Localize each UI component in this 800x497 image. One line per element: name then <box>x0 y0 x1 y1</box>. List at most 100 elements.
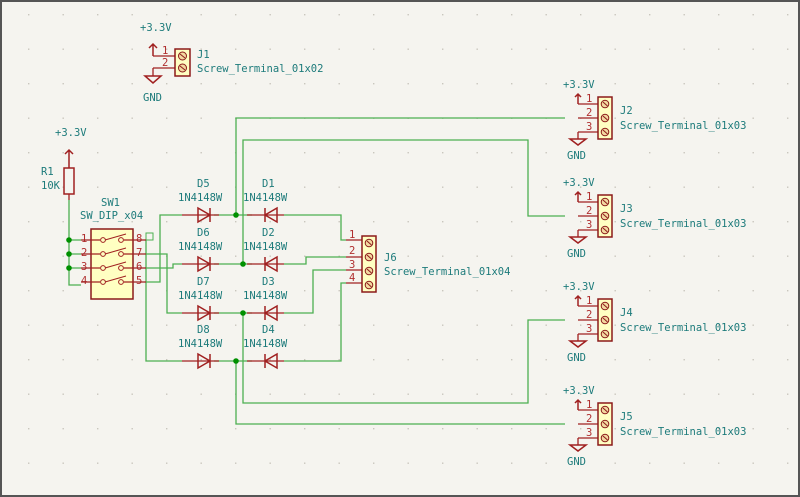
pin-number: 2 <box>349 245 355 257</box>
power-3v3-icon <box>574 398 582 410</box>
power-3v3-icon <box>148 42 158 56</box>
power-label-gnd: GND <box>567 150 586 162</box>
value-label: Screw_Terminal_01x03 <box>620 120 746 132</box>
ground-icon <box>567 444 589 452</box>
pin-number: 2 <box>162 57 168 69</box>
pin-number: 4 <box>81 275 87 287</box>
power-label-gnd: GND <box>567 248 586 260</box>
ref-label: J4 <box>620 307 633 319</box>
switch-contact-icon <box>100 233 127 243</box>
diode-d6[interactable]: D6 1N4148W <box>178 227 223 273</box>
diode-symbol-icon <box>263 304 278 322</box>
pin-number: 8 <box>136 233 142 245</box>
switch-contact-icon <box>100 247 127 257</box>
value-label: Screw_Terminal_01x03 <box>620 218 746 230</box>
junctions <box>66 212 246 364</box>
value-label: 1N4148W <box>243 338 288 350</box>
switch-contact-icon <box>100 261 127 271</box>
pin-number: 1 <box>586 93 592 105</box>
diode-symbol-icon <box>263 352 278 370</box>
ref-label: D2 <box>262 227 275 239</box>
pin-number: 4 <box>349 272 355 284</box>
power-label-3v3: +3.3V <box>563 385 595 397</box>
power-3v3-icon <box>64 148 74 168</box>
value-label: Screw_Terminal_01x02 <box>197 63 323 75</box>
sw1-pins <box>81 239 146 283</box>
ref-label: D3 <box>262 276 275 288</box>
value-label: Screw_Terminal_01x03 <box>620 322 746 334</box>
pin-number: 2 <box>586 107 592 119</box>
no-connect-marker <box>145 232 154 241</box>
diode-symbol-icon <box>263 255 278 273</box>
pin-number: 6 <box>136 261 142 273</box>
pin-number: 2 <box>81 247 87 259</box>
value-label: 10K <box>41 180 61 192</box>
value-label: 1N4148W <box>178 192 223 204</box>
pin-number: 7 <box>136 247 142 259</box>
diode-d5[interactable]: D5 1N4148W <box>178 178 223 224</box>
pin-number: 1 <box>586 399 592 411</box>
ref-label: J3 <box>620 203 633 215</box>
power-label-3v3: +3.3V <box>563 281 595 293</box>
ground-icon <box>567 236 589 244</box>
pin-number: 2 <box>586 205 592 217</box>
diode-d2[interactable]: D2 1N4148W <box>243 227 288 273</box>
value-label: 1N4148W <box>178 338 223 350</box>
diode-d8[interactable]: D8 1N4148W <box>178 324 223 370</box>
dip-switch-sw1[interactable]: SW1 SW_DIP_x04 1 2 3 4 8 7 6 5 <box>80 197 154 300</box>
connector-j6[interactable]: 1 2 3 4 J6 Screw_Terminal_01x04 <box>346 229 510 293</box>
value-label: Screw_Terminal_01x04 <box>384 266 510 278</box>
ref-label: R1 <box>41 166 54 178</box>
power-label-gnd: GND <box>567 456 586 468</box>
pin-number: 1 <box>349 229 355 241</box>
value-label: 1N4148W <box>243 192 288 204</box>
diode-symbol-icon <box>197 304 212 322</box>
ref-label: J1 <box>197 49 210 61</box>
value-label: Screw_Terminal_01x03 <box>620 426 746 438</box>
value-label: 1N4148W <box>243 241 288 253</box>
value-label: SW_DIP_x04 <box>80 210 143 222</box>
diode-symbol-icon <box>197 255 212 273</box>
grid-dots <box>28 14 789 464</box>
value-label: 1N4148W <box>243 290 288 302</box>
pin-number: 3 <box>586 219 592 231</box>
diode-d4[interactable]: D4 1N4148W <box>243 324 288 370</box>
resistor-r1[interactable]: +3.3V R1 10K <box>41 127 87 200</box>
diode-d1[interactable]: D1 1N4148W <box>243 178 288 224</box>
ref-label: D5 <box>197 178 210 190</box>
power-label-3v3: +3.3V <box>563 79 595 91</box>
diode-symbol-icon <box>197 352 212 370</box>
diode-d3[interactable]: D3 1N4148W <box>243 276 288 322</box>
power-label-3v3: +3.3V <box>140 22 172 34</box>
pin-number: 3 <box>81 261 87 273</box>
value-label: 1N4148W <box>178 241 223 253</box>
ref-label: SW1 <box>101 197 120 209</box>
power-3v3-icon <box>574 92 582 104</box>
ref-label: D6 <box>197 227 210 239</box>
pin-number: 1 <box>586 191 592 203</box>
pin-number: 1 <box>81 233 87 245</box>
power-label-3v3: +3.3V <box>55 127 87 139</box>
ref-label: D1 <box>262 178 275 190</box>
power-label-gnd: GND <box>567 352 586 364</box>
ref-label: D7 <box>197 276 210 288</box>
ref-label: J6 <box>384 252 397 264</box>
connector-j1[interactable]: +3.3V 1 2 GND J1 Screw_Terminal_01x02 <box>140 22 323 104</box>
wires <box>68 117 565 425</box>
pin-number: 3 <box>586 427 592 439</box>
ref-label: D8 <box>197 324 210 336</box>
pin-number: 1 <box>586 295 592 307</box>
switch-contact-icon <box>100 275 127 285</box>
pin-number: 3 <box>586 121 592 133</box>
ref-label: J2 <box>620 105 633 117</box>
ref-label: D4 <box>262 324 275 336</box>
diode-symbol-icon <box>197 206 212 224</box>
power-3v3-icon <box>574 190 582 202</box>
